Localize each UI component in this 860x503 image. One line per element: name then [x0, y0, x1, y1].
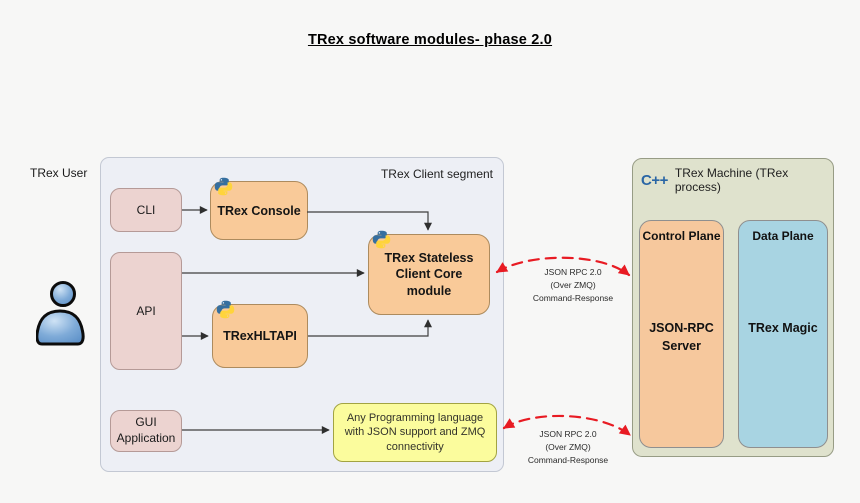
cpp-logo-icon: C++ — [641, 171, 668, 189]
trex-hltapi-box: TRexHLTAPI — [212, 300, 308, 368]
rpc-bottom-label: JSON RPC 2.0 (Over ZMQ) Command-Response — [527, 429, 609, 466]
data-plane-box: Data Plane TRex Magic — [738, 220, 828, 448]
any-language-label: Any Programming language with JSON suppo… — [344, 412, 486, 453]
trex-machine-header: C++ TRex Machine (TRex process) — [641, 166, 833, 194]
trex-console-label: TRex Console — [217, 203, 301, 218]
trex-user-label: TRex User — [30, 166, 88, 180]
python-icon — [214, 177, 233, 196]
trex-magic-label: TRex Magic — [748, 321, 818, 336]
json-rpc-server-label: JSON-RPC Server — [649, 321, 714, 353]
api-label: API — [136, 304, 156, 318]
cli-box: CLI — [110, 188, 182, 232]
trex-stateless-core-label: TRex Stateless Client Core module — [384, 251, 474, 298]
trex-console-box: TRex Console — [210, 177, 308, 240]
any-language-box: Any Programming language with JSON suppo… — [333, 403, 497, 462]
trex-machine-label: TRex Machine (TRex process) — [674, 166, 789, 194]
client-segment-label: TRex Client segment — [380, 167, 493, 181]
cli-label: CLI — [136, 203, 156, 217]
python-icon — [216, 300, 235, 319]
trex-hltapi-label: TRexHLTAPI — [223, 329, 297, 343]
data-plane-label: Data Plane — [752, 229, 814, 243]
control-plane-label: Control Plane — [642, 229, 721, 243]
user-person-icon — [36, 281, 85, 346]
api-box: API — [110, 252, 182, 370]
python-icon — [372, 230, 391, 249]
trex-machine-box: C++ TRex Machine (TRex process) Control … — [632, 158, 834, 457]
gui-application-box: GUI Application — [110, 410, 182, 452]
control-plane-box: Control Plane JSON-RPC Server — [639, 220, 724, 448]
gui-application-label: GUI Application — [116, 415, 176, 445]
rpc-top-label: JSON RPC 2.0 (Over ZMQ) Command-Response — [532, 267, 614, 304]
trex-stateless-core-box: TRex Stateless Client Core module — [368, 230, 490, 315]
diagram-title: TRex software modules- phase 2.0 — [307, 32, 553, 48]
